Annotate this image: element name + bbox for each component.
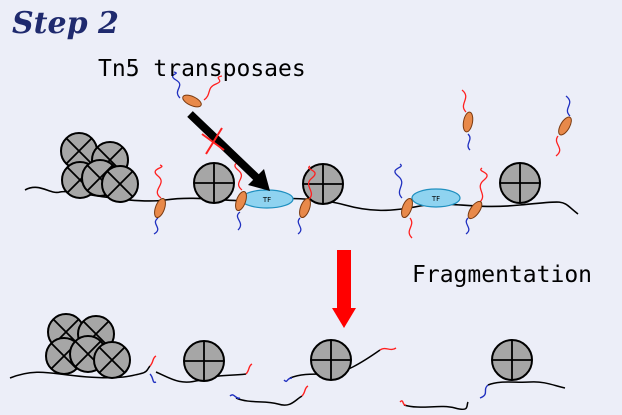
tn5-free-1 [171, 71, 223, 110]
dna-fragment-5 [403, 401, 469, 411]
step-title: Step 2 [12, 6, 119, 41]
nucleosome-top-1 [193, 162, 235, 204]
tn5-bound-1 [151, 164, 169, 235]
nucleosome-bottom-1 [183, 340, 225, 382]
dna-fragment-3 [235, 395, 303, 406]
svg-text:TF: TF [431, 195, 440, 203]
nucleosome-bottom-3 [491, 339, 533, 381]
svg-text:TF: TF [262, 196, 271, 204]
fragmentation-label: Fragmentation [412, 262, 593, 288]
tn5-free-2 [461, 89, 475, 151]
nucleosome-bottom-2 [310, 339, 352, 381]
blocked-x-mark [201, 127, 225, 155]
enzyme-label: Tn5 transposaes [98, 56, 306, 82]
dna-fragment-1 [9, 365, 151, 379]
tn5-bound-4 [394, 163, 416, 239]
nucleosome-cluster-top [60, 132, 139, 203]
tn5-free-3 [555, 95, 575, 157]
tn5-bound-5 [465, 167, 488, 235]
nucleosome-top-3 [499, 162, 541, 204]
transcription-factor-2: TF [411, 188, 461, 208]
fragmentation-arrow [332, 250, 356, 328]
nucleosome-cluster-bottom [45, 313, 131, 379]
dna-fragment-6 [487, 381, 566, 389]
transcription-factor-1: TF [240, 189, 294, 209]
binding-arrow [187, 111, 270, 191]
tn5-bound-3 [296, 165, 316, 235]
